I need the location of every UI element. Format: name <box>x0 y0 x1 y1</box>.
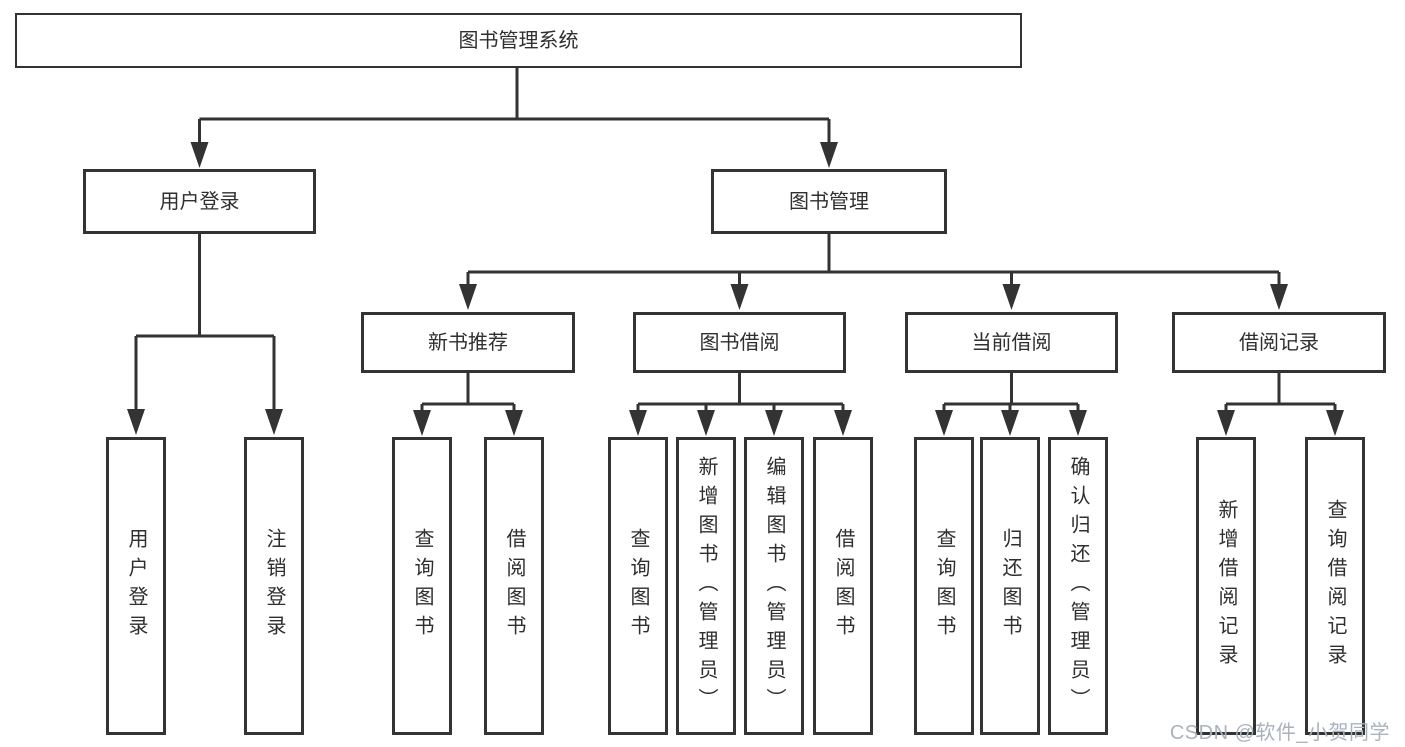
leaf-logout: 注销登录 <box>244 437 304 735</box>
connector-new-book <box>420 373 516 416</box>
connector-root <box>198 68 831 150</box>
node-new-book-recommend: 新书推荐 <box>361 312 575 373</box>
leaf-confirm-return-admin: 确认归还（管理员） <box>1048 437 1108 735</box>
leaf-add-book-admin: 新增图书（管理员） <box>676 437 736 735</box>
leaf-add-borrow-record: 新增借阅记录 <box>1196 437 1256 735</box>
leaf-borrow-books-recommend: 借阅图书 <box>484 437 544 735</box>
leaf-user-login: 用户登录 <box>106 437 166 735</box>
leaf-borrow-books: 借阅图书 <box>813 437 873 735</box>
connector-book-management <box>466 234 1281 292</box>
leaf-query-borrow-record: 查询借阅记录 <box>1305 437 1365 735</box>
leaf-return-book: 归还图书 <box>980 437 1040 735</box>
node-system-root: 图书管理系统 <box>15 13 1022 68</box>
leaf-query-books-recommend: 查询图书 <box>392 437 452 735</box>
connector-current-borrow <box>942 373 1080 416</box>
leaf-query-books-borrow: 查询图书 <box>608 437 668 735</box>
node-book-management: 图书管理 <box>711 169 947 234</box>
node-borrow-records: 借阅记录 <box>1172 312 1386 373</box>
connector-borrow-records <box>1224 373 1337 416</box>
node-current-borrow: 当前借阅 <box>905 312 1118 373</box>
connector-book-borrow <box>636 373 845 416</box>
node-user-login: 用户登录 <box>83 169 316 234</box>
csdn-watermark: CSDN @软件_小贺同学 <box>1169 722 1390 744</box>
node-book-borrow: 图书借阅 <box>633 312 846 373</box>
connector-user-login <box>134 234 276 415</box>
leaf-edit-book-admin: 编辑图书（管理员） <box>744 437 804 735</box>
leaf-query-books-current: 查询图书 <box>914 437 974 735</box>
